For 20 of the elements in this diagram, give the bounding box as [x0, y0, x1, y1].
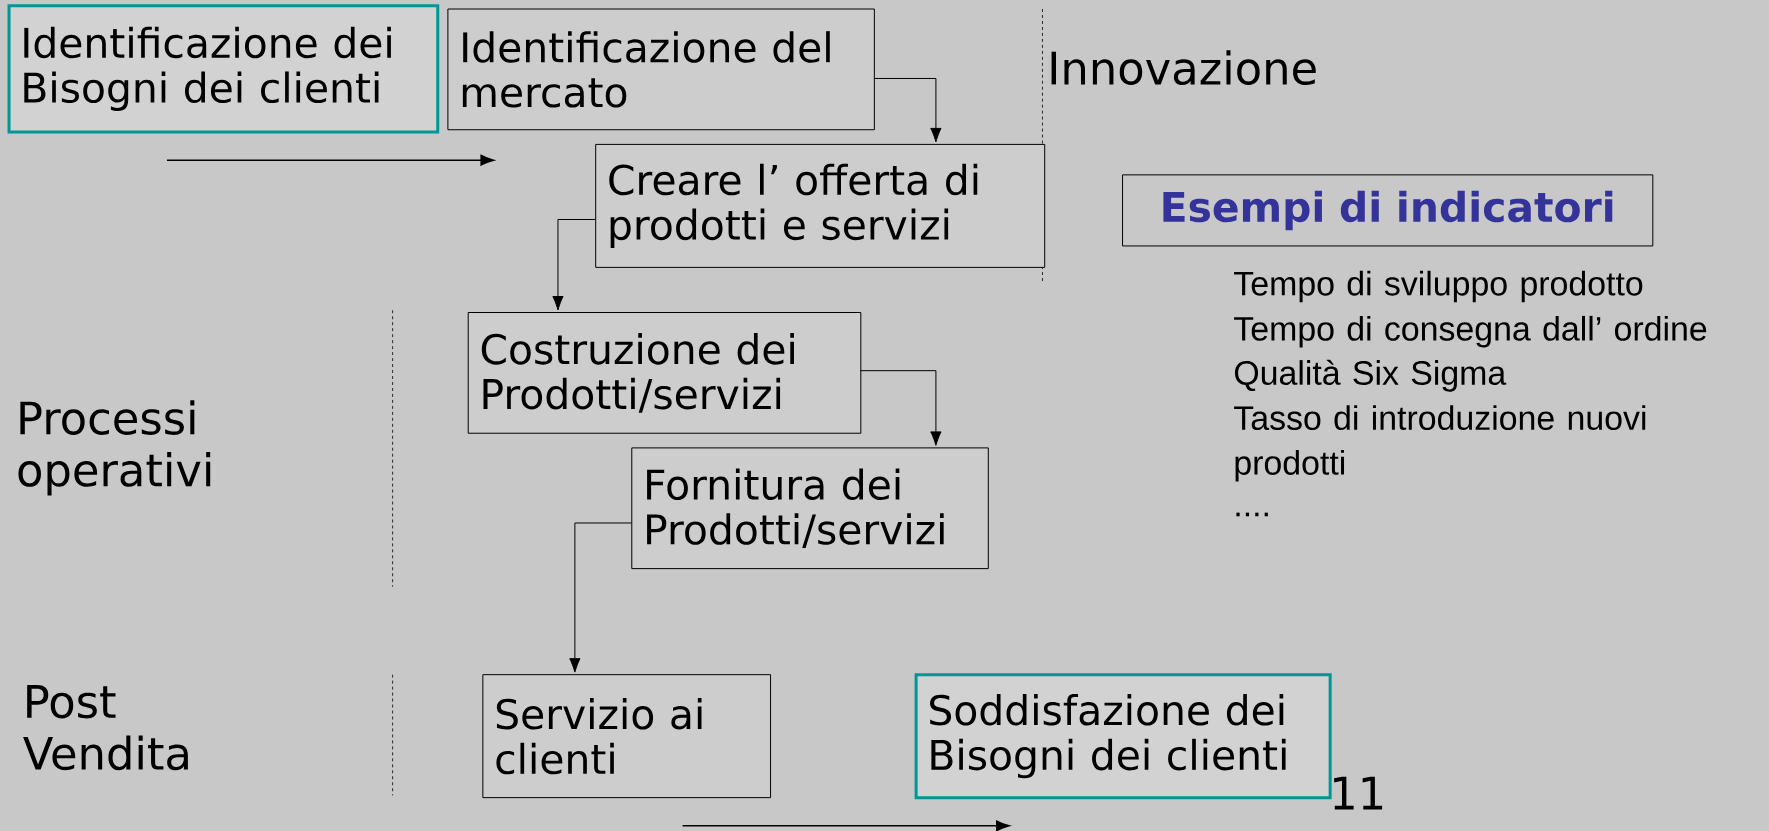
process-box: Fornitura dei Prodotti/servizi: [631, 447, 989, 569]
indicator-text: Qualità Six Sigma: [1234, 359, 1507, 392]
section-label: Innovazione: [1051, 50, 1316, 85]
process-box: Creare l’ offerta di prodotti e servizi: [595, 143, 1046, 268]
arrow: [569, 522, 632, 673]
highlighted-box: Identificazione dei Bisogni dei clienti: [7, 3, 440, 134]
section-label: Post Vendita: [23, 684, 188, 770]
highlighted-box: Soddisfazione dei Bisogni dei clienti: [914, 672, 1332, 799]
process-box: Identificazione del mercato: [447, 8, 875, 130]
indicator-text: Tasso di introduzione nuovi prodotti: [1234, 404, 1646, 482]
arrow: [552, 218, 596, 311]
arrow: [873, 77, 942, 143]
heading-box: Esempi di indicatori: [1122, 174, 1654, 247]
indicator-text: ....: [1236, 512, 1268, 517]
page-number: 11: [1334, 776, 1383, 810]
process-box: Servizio ai clienti: [482, 673, 772, 798]
arrow: [859, 369, 942, 446]
indicator-text: Tempo di consegna dall’ ordine: [1234, 315, 1707, 348]
section-label: Processi operativi: [18, 400, 211, 496]
process-box: Costruzione dei Prodotti/servizi: [467, 311, 862, 434]
